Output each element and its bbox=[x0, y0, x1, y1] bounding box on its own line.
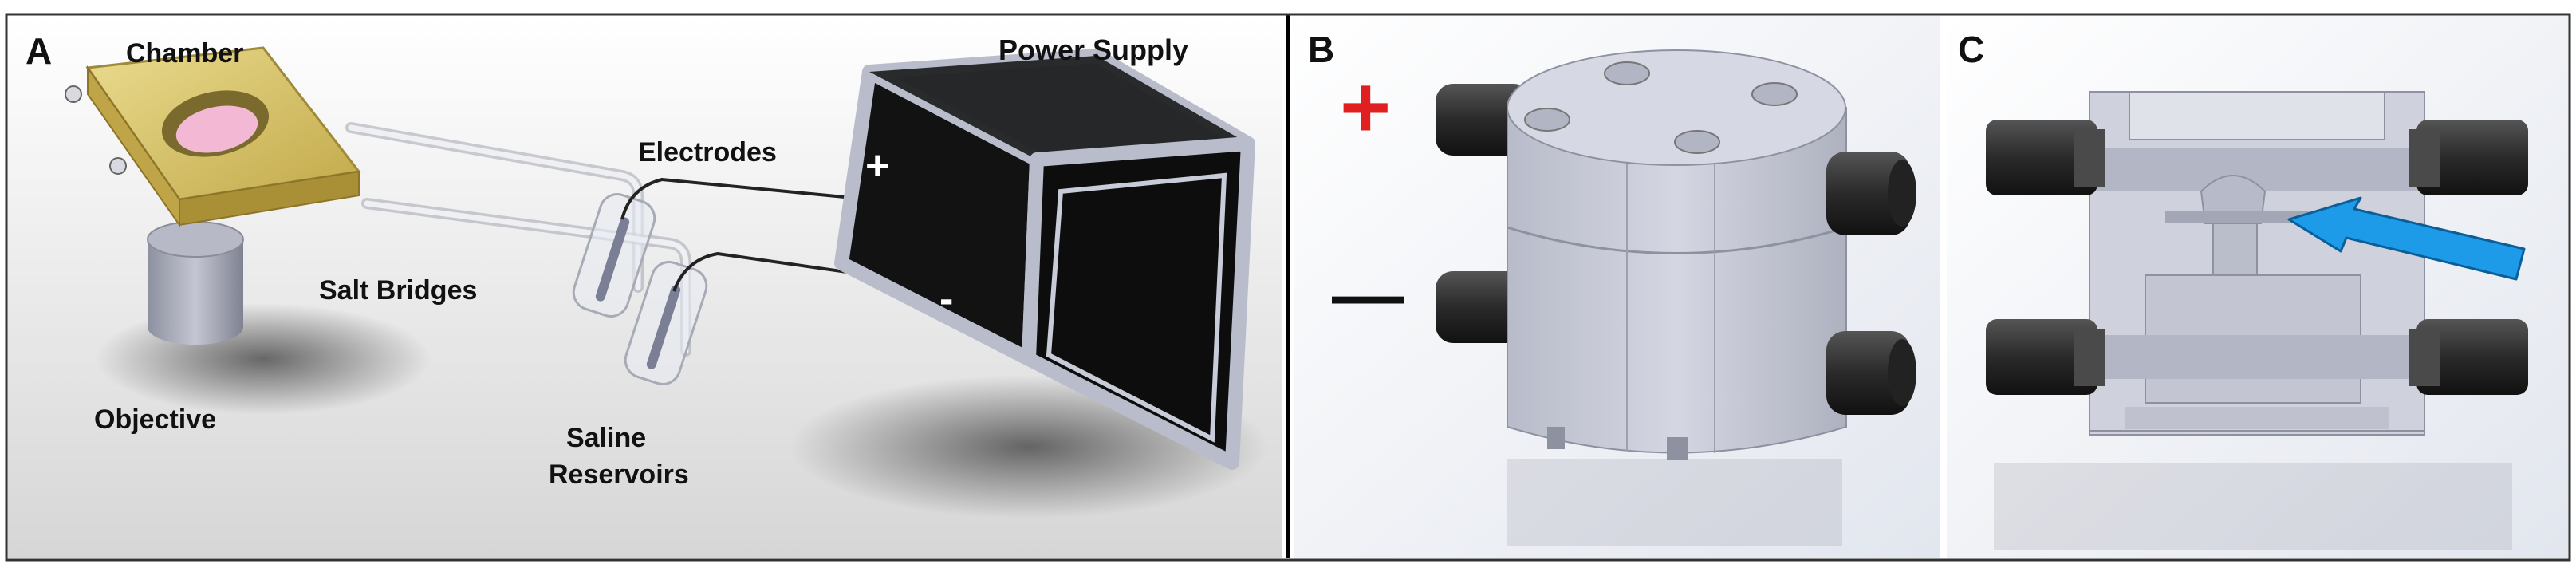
label-electrodes: Electrodes bbox=[638, 137, 777, 168]
panel-b-block bbox=[1507, 49, 1847, 460]
panel-a-letter: A bbox=[26, 30, 52, 72]
polarity-plus: + bbox=[1340, 58, 1391, 156]
panel-c-reflection bbox=[1994, 463, 2512, 550]
panel-c: C bbox=[1942, 16, 2570, 558]
panel-b-reflection bbox=[1507, 459, 1842, 546]
power-supply-shape bbox=[834, 49, 1255, 470]
panel-b: B + — bbox=[1294, 16, 1940, 558]
chamber-shadow bbox=[96, 303, 431, 415]
salt-bridge-tubes bbox=[345, 122, 691, 357]
figure-frame bbox=[5, 13, 2571, 562]
label-salt-bridges: Salt Bridges bbox=[319, 275, 477, 306]
supply-minus-sign: - bbox=[939, 276, 953, 322]
panel-c-connectors bbox=[1986, 120, 2528, 395]
supply-plus-sign: + bbox=[865, 143, 889, 189]
label-power-supply: Power Supply bbox=[998, 34, 1188, 66]
label-chamber: Chamber bbox=[126, 38, 243, 69]
panel-b-letter: B bbox=[1308, 29, 1334, 70]
label-objective: Objective bbox=[94, 404, 216, 435]
objective-shape bbox=[147, 221, 244, 345]
label-saline-line2: Reservoirs bbox=[549, 460, 689, 490]
pointer-arrow bbox=[2287, 196, 2526, 281]
electrode-wires bbox=[620, 177, 870, 292]
panel-b-right-connectors bbox=[1826, 152, 1916, 415]
label-saline-line1: Saline bbox=[566, 423, 646, 453]
panel-c-letter: C bbox=[1958, 29, 1984, 70]
polarity-minus: — bbox=[1332, 255, 1404, 335]
saline-reservoirs-shape bbox=[572, 193, 708, 385]
chamber-shape bbox=[65, 46, 361, 228]
panel-c-cross-section bbox=[2089, 91, 2425, 436]
panel-a: A Chamber Power Supply Electrodes Salt B… bbox=[6, 16, 1282, 558]
